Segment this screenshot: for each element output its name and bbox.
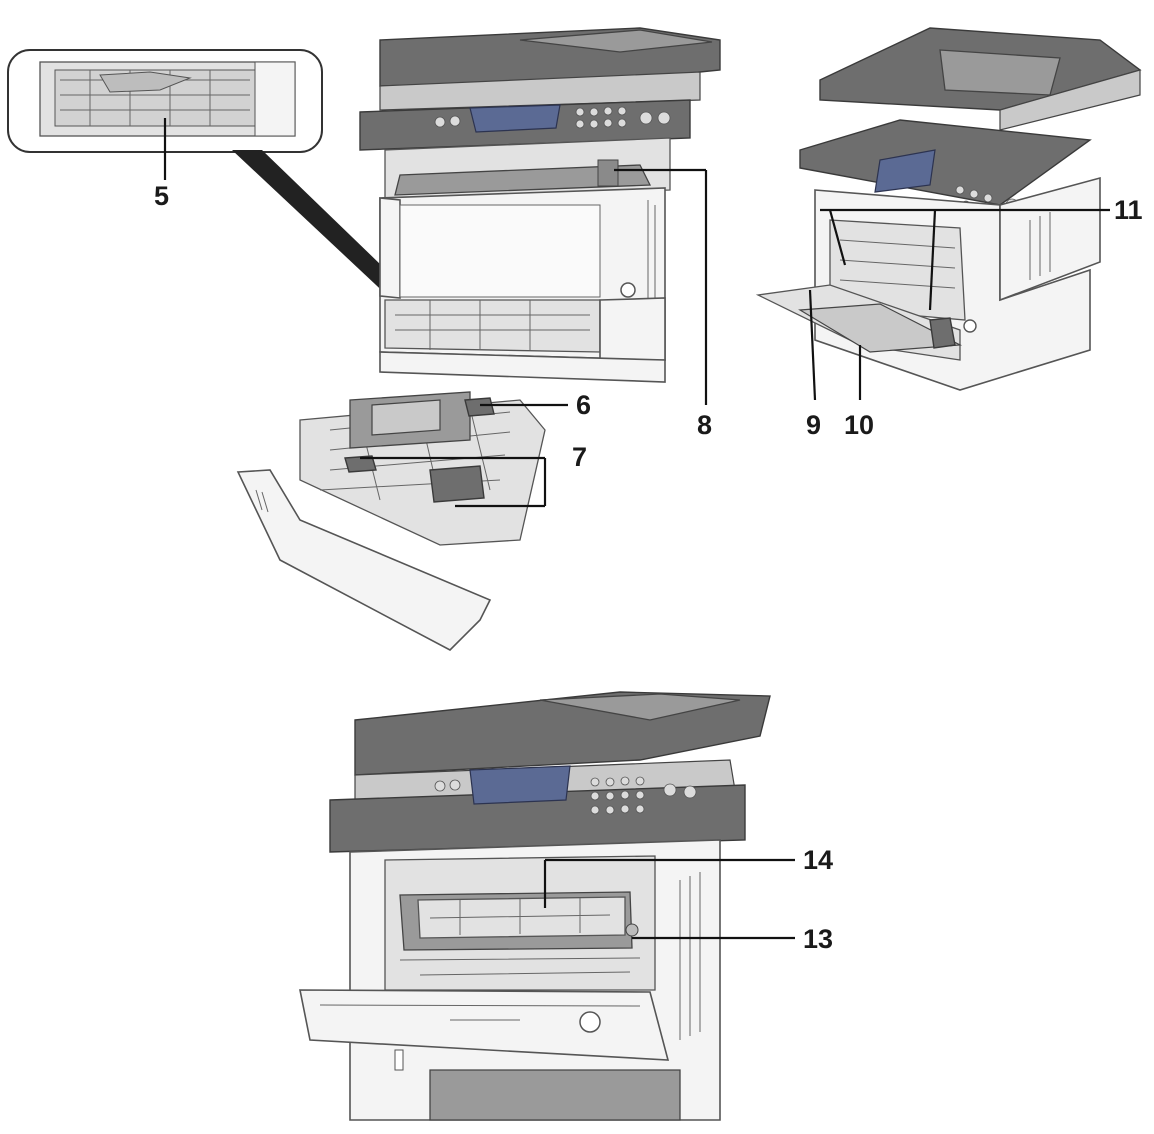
callout-7: 7 [572, 442, 587, 472]
callout-13: 13 [803, 924, 833, 954]
callout-5: 5 [154, 181, 169, 211]
callout-10: 10 [844, 410, 874, 440]
printer-front-view [359, 27, 721, 383]
callout-14: 14 [803, 845, 833, 875]
printer-mp-tray-open [755, 27, 1142, 391]
callout-6: 6 [576, 390, 591, 420]
callout-11: 11 [1114, 195, 1143, 225]
callout-8: 8 [697, 410, 712, 440]
paper-cassette [236, 391, 546, 651]
callout-9: 9 [806, 410, 821, 440]
magnified-inset [7, 49, 440, 330]
printer-front-cover-open [299, 691, 771, 1121]
